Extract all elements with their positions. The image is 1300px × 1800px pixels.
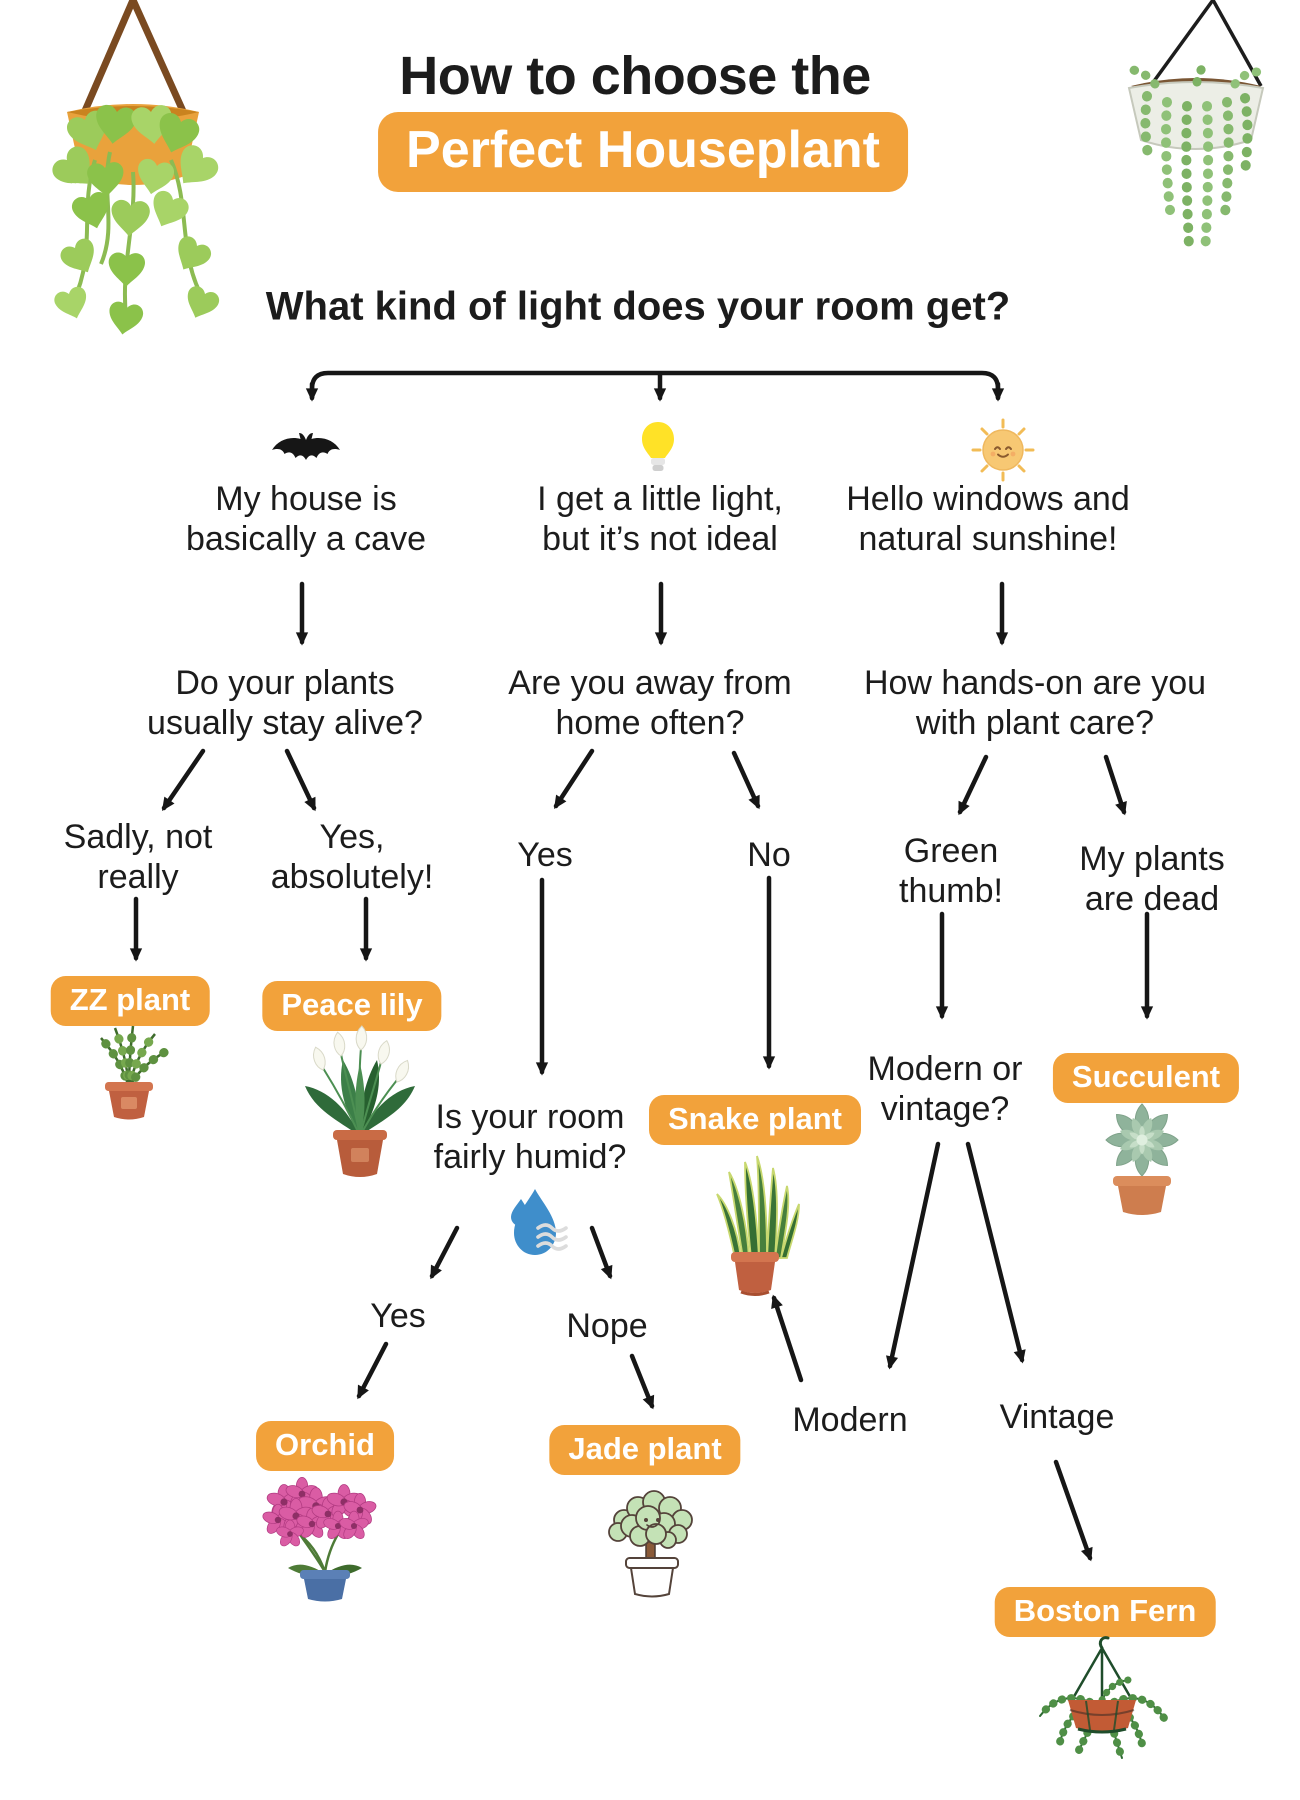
result-badge-snake-plant: Snake plant — [649, 1095, 861, 1145]
question-away-from-home-line1: Are you away from — [508, 664, 792, 702]
branch-little-light-label-line1: I get a little light, — [537, 480, 783, 518]
answer-sadly-line1: Sadly, not — [63, 818, 213, 856]
answer-humid-nope: Nope — [566, 1307, 648, 1345]
result-badge-succulent: Succulent — [1052, 1053, 1240, 1103]
arrow-modern-to-snakeplant — [771, 1294, 804, 1383]
boston-fern-illustration — [1036, 1636, 1168, 1762]
result-badge-boston-fern: Boston Fern — [994, 1587, 1216, 1637]
arrow-to-green-thumb — [957, 754, 989, 816]
sun-icon — [971, 418, 1035, 482]
question-humid-line1: Is your room — [435, 1098, 625, 1136]
question-away-from-home: Are you away from home often? — [508, 663, 791, 743]
result-badge-peace-lily: Peace lily — [262, 981, 442, 1031]
snake-plant-illustration — [716, 1155, 800, 1296]
branch-cave-label: My house is basically a cave — [186, 479, 426, 559]
question-hands-on-line1: How hands-on are you — [863, 664, 1207, 702]
result-badge-zz-plant: ZZ plant — [50, 976, 210, 1026]
answer-green-line2: thumb! — [899, 872, 1003, 910]
answer-dead-line2: are dead — [1084, 880, 1220, 918]
answer-away-yes: Yes — [517, 836, 573, 874]
branch-cave-label-line1: My house is — [215, 480, 397, 518]
answer-sadly-line2: really — [97, 858, 179, 896]
branch-sunshine-label-line1: Hello windows and — [846, 480, 1130, 518]
arrow-humid-to-yes — [429, 1225, 460, 1280]
question-style-line1: Modern or — [867, 1050, 1023, 1088]
answer-sadly-not-really: Sadly, not really — [64, 817, 213, 897]
orchid-illustration — [260, 1476, 379, 1602]
arrow-style-to-vintage — [965, 1141, 1026, 1364]
arrow-yes-to-orchid — [356, 1341, 389, 1400]
question-plants-alive: Do your plants usually stay alive? — [147, 663, 423, 743]
answer-absolutely-line1: Yes, — [319, 818, 385, 856]
arrow-to-sadly — [161, 748, 206, 811]
hanging-string-of-pearls-illustration — [1127, 0, 1265, 259]
page-title-highlight-badge: Perfect Houseplant — [378, 112, 908, 192]
arrow-style-to-modern — [886, 1141, 941, 1370]
question-plants-alive-line1: Do your plants — [175, 664, 395, 702]
answer-green-line1: Green — [903, 832, 999, 870]
branch-little-light-label: I get a little light, but it’s not ideal — [537, 479, 783, 559]
peace-lily-illustration — [305, 1025, 415, 1177]
humidity-drop-icon — [511, 1189, 568, 1255]
arrow-to-absolutely — [284, 748, 317, 812]
page-title-line1: How to choose the — [399, 46, 871, 106]
question-humid-line2: fairly humid? — [433, 1138, 627, 1176]
jade-plant-illustration — [608, 1490, 693, 1598]
question-style-line2: vintage? — [880, 1090, 1010, 1128]
question-hands-on: How hands-on are you with plant care? — [864, 663, 1206, 743]
answer-vintage: Vintage — [999, 1398, 1115, 1436]
answer-yes-absolutely: Yes, absolutely! — [271, 817, 434, 897]
answer-humid-yes: Yes — [370, 1297, 426, 1335]
hanging-pothos-illustration — [48, 0, 223, 335]
question-humid: Is your room fairly humid? — [434, 1097, 627, 1177]
branch-cave-label-line2: basically a cave — [185, 520, 427, 558]
answer-plants-dead: My plants are dead — [1079, 839, 1225, 919]
branch-sunshine-label: Hello windows and natural sunshine! — [846, 479, 1130, 559]
branch-little-light-label-line2: but it’s not ideal — [542, 520, 778, 558]
succulent-illustration — [1105, 1103, 1179, 1215]
zz-plant-illustration — [96, 1021, 170, 1120]
bat-icon — [272, 433, 340, 460]
main-question: What kind of light does your room get? — [265, 284, 1011, 329]
answer-modern: Modern — [792, 1401, 908, 1439]
answer-absolutely-line2: absolutely! — [270, 858, 434, 896]
arrow-nope-to-jade — [629, 1353, 655, 1410]
result-badge-orchid: Orchid — [256, 1421, 394, 1471]
question-modern-vintage: Modern or vintage? — [868, 1049, 1023, 1129]
result-badge-jade-plant: Jade plant — [549, 1425, 741, 1475]
answer-away-no: No — [747, 836, 791, 874]
question-hands-on-line2: with plant care? — [915, 704, 1155, 742]
answer-dead-line1: My plants — [1079, 840, 1225, 878]
answer-green-thumb: Green thumb! — [899, 831, 1003, 911]
arrow-to-plants-dead — [1103, 754, 1127, 816]
branch-sunshine-label-line2: natural sunshine! — [858, 520, 1118, 558]
question-away-from-home-line2: home often? — [555, 704, 745, 742]
arrow-vintage-to-bostonfern — [1053, 1459, 1093, 1562]
branch-bracket — [309, 370, 1001, 398]
arrow-humid-to-nope — [589, 1225, 613, 1280]
arrow-to-away-no — [731, 750, 761, 810]
lightbulb-icon — [642, 422, 674, 471]
arrow-to-away-yes — [553, 748, 595, 810]
question-plants-alive-line2: usually stay alive? — [147, 704, 423, 742]
